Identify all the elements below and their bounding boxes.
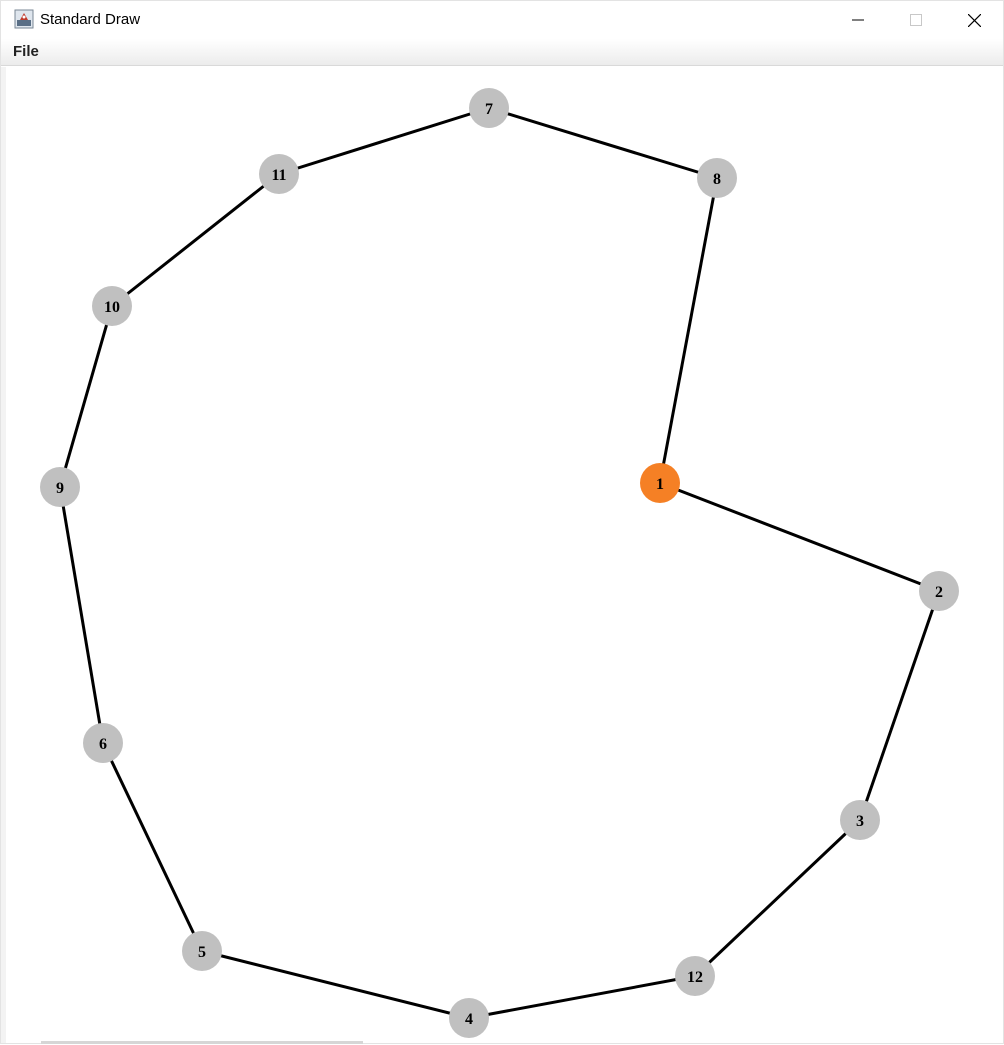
graph-node-11: 11 bbox=[259, 154, 299, 194]
node-label: 1 bbox=[656, 476, 664, 493]
canvas-bottom-edge bbox=[41, 1041, 363, 1044]
edge-5-4 bbox=[201, 949, 470, 1020]
node-circle bbox=[40, 467, 80, 507]
edge-3-2 bbox=[858, 590, 941, 821]
window-title: Standard Draw bbox=[40, 11, 141, 28]
edge-4-12 bbox=[468, 974, 696, 1020]
graph-node-12: 12 bbox=[675, 956, 715, 996]
node-circle bbox=[469, 88, 509, 128]
node-circle bbox=[675, 956, 715, 996]
graph-node-10: 10 bbox=[92, 286, 132, 326]
window-left-edge bbox=[1, 67, 6, 1043]
edge-12-3 bbox=[693, 818, 862, 978]
minimize-icon bbox=[851, 19, 864, 21]
node-label: 7 bbox=[485, 101, 493, 118]
node-circle bbox=[182, 931, 222, 971]
node-circle bbox=[83, 723, 123, 763]
node-label: 5 bbox=[198, 944, 206, 961]
node-label: 12 bbox=[687, 969, 703, 986]
java-app-icon bbox=[14, 9, 34, 29]
graph-node-1: 1 bbox=[640, 463, 680, 503]
highlighted-node-circle bbox=[640, 463, 680, 503]
graph-node-5: 5 bbox=[182, 931, 222, 971]
edge-8-7 bbox=[488, 106, 718, 180]
node-circle bbox=[449, 998, 489, 1038]
node-label: 11 bbox=[271, 167, 286, 184]
node-label: 4 bbox=[465, 1011, 473, 1028]
close-icon bbox=[968, 13, 981, 27]
close-button[interactable] bbox=[946, 1, 1003, 39]
menu-file[interactable]: File bbox=[13, 43, 39, 60]
node-circle bbox=[259, 154, 299, 194]
graph-node-9: 9 bbox=[40, 467, 80, 507]
menu-bar: File bbox=[1, 39, 1003, 66]
graph-node-3: 3 bbox=[840, 800, 880, 840]
maximize-button[interactable] bbox=[887, 1, 944, 39]
node-label: 10 bbox=[104, 299, 120, 316]
graph-edges bbox=[58, 106, 941, 1020]
maximize-icon bbox=[909, 14, 922, 26]
graph-node-2: 2 bbox=[919, 571, 959, 611]
minimize-button[interactable] bbox=[829, 1, 886, 39]
node-circle bbox=[697, 158, 737, 198]
node-label: 6 bbox=[99, 736, 107, 753]
graph-node-7: 7 bbox=[469, 88, 509, 128]
node-circle bbox=[92, 286, 132, 326]
node-circle bbox=[840, 800, 880, 840]
node-label: 8 bbox=[713, 171, 721, 188]
title-bar[interactable]: Standard Draw bbox=[1, 1, 1003, 39]
node-label: 3 bbox=[856, 813, 864, 830]
graph-node-8: 8 bbox=[697, 158, 737, 198]
edge-7-11 bbox=[278, 106, 490, 176]
edge-1-8 bbox=[658, 177, 719, 484]
edge-2-1 bbox=[659, 481, 940, 593]
drawing-canvas[interactable] bbox=[6, 67, 1003, 1043]
edge-6-5 bbox=[101, 742, 204, 952]
graph-node-4: 4 bbox=[449, 998, 489, 1038]
edge-11-10 bbox=[111, 172, 280, 308]
node-label: 9 bbox=[56, 480, 64, 497]
graph-node-6: 6 bbox=[83, 723, 123, 763]
edge-10-9 bbox=[58, 305, 114, 488]
node-circle bbox=[919, 571, 959, 611]
node-label: 2 bbox=[935, 584, 943, 601]
edge-9-6 bbox=[58, 486, 105, 744]
